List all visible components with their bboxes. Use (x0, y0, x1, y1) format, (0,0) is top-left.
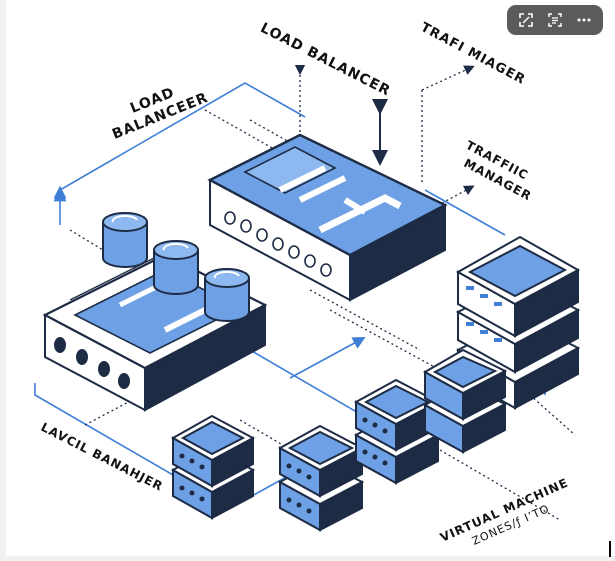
vm-cube-stack-1 (170, 414, 256, 520)
cylinder-3 (204, 268, 250, 322)
dots-right-1 (329, 309, 441, 371)
image-toolbar (507, 5, 603, 35)
more-icon (577, 18, 591, 22)
right-server-stack (455, 235, 581, 410)
dots-right-2 (309, 289, 421, 351)
server-unit-1 (455, 235, 581, 338)
dots-right-down (529, 394, 576, 436)
line-center-arrow (289, 336, 366, 379)
dots-vm-right (439, 449, 561, 521)
expand-icon (518, 13, 533, 27)
left-edge (0, 0, 6, 561)
dots-lower-mid (239, 419, 301, 456)
storage-cylinders (102, 212, 250, 322)
text-cursor (609, 541, 611, 557)
line-vm-bottom (34, 383, 291, 509)
cylinder-2 (153, 240, 199, 295)
more-button[interactable] (572, 9, 596, 31)
bottom-edge (0, 556, 615, 561)
expand-button[interactable] (514, 9, 538, 31)
vm-cube-stack-2 (277, 424, 365, 532)
dots-traffic-h (421, 65, 475, 91)
center-load-balancer (207, 133, 448, 302)
line-top-right (424, 189, 506, 236)
cylinder-1 (102, 212, 148, 268)
text-scan-icon (548, 13, 562, 27)
text-scan-button[interactable] (543, 9, 567, 31)
vm-cube-stack-4 (422, 348, 508, 454)
